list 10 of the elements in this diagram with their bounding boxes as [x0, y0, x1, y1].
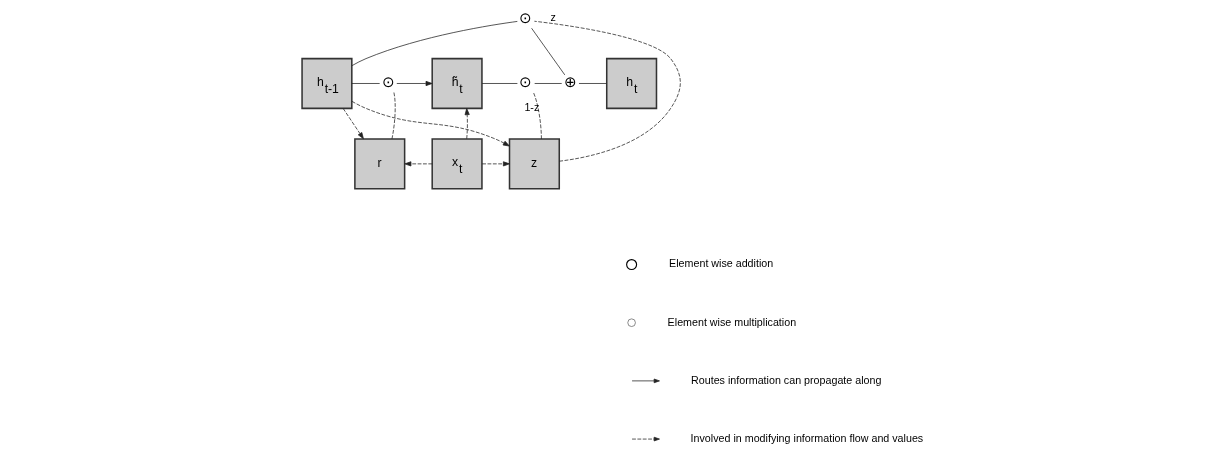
edge-label: 1-z: [524, 100, 540, 113]
legend-label: Routes information can propagate along: [691, 373, 882, 386]
legend-label: Element wise multiplication: [667, 315, 797, 328]
legend-label: Element wise addition: [669, 257, 774, 270]
node-text: ⊙: [381, 73, 395, 91]
node-text: ⊙: [519, 73, 533, 91]
node-text: ⊕: [563, 73, 577, 91]
edge-label: z: [550, 11, 556, 24]
legend-label: Involved in modifying information flow and values: [690, 431, 924, 444]
node-text: ⊙: [519, 9, 533, 27]
